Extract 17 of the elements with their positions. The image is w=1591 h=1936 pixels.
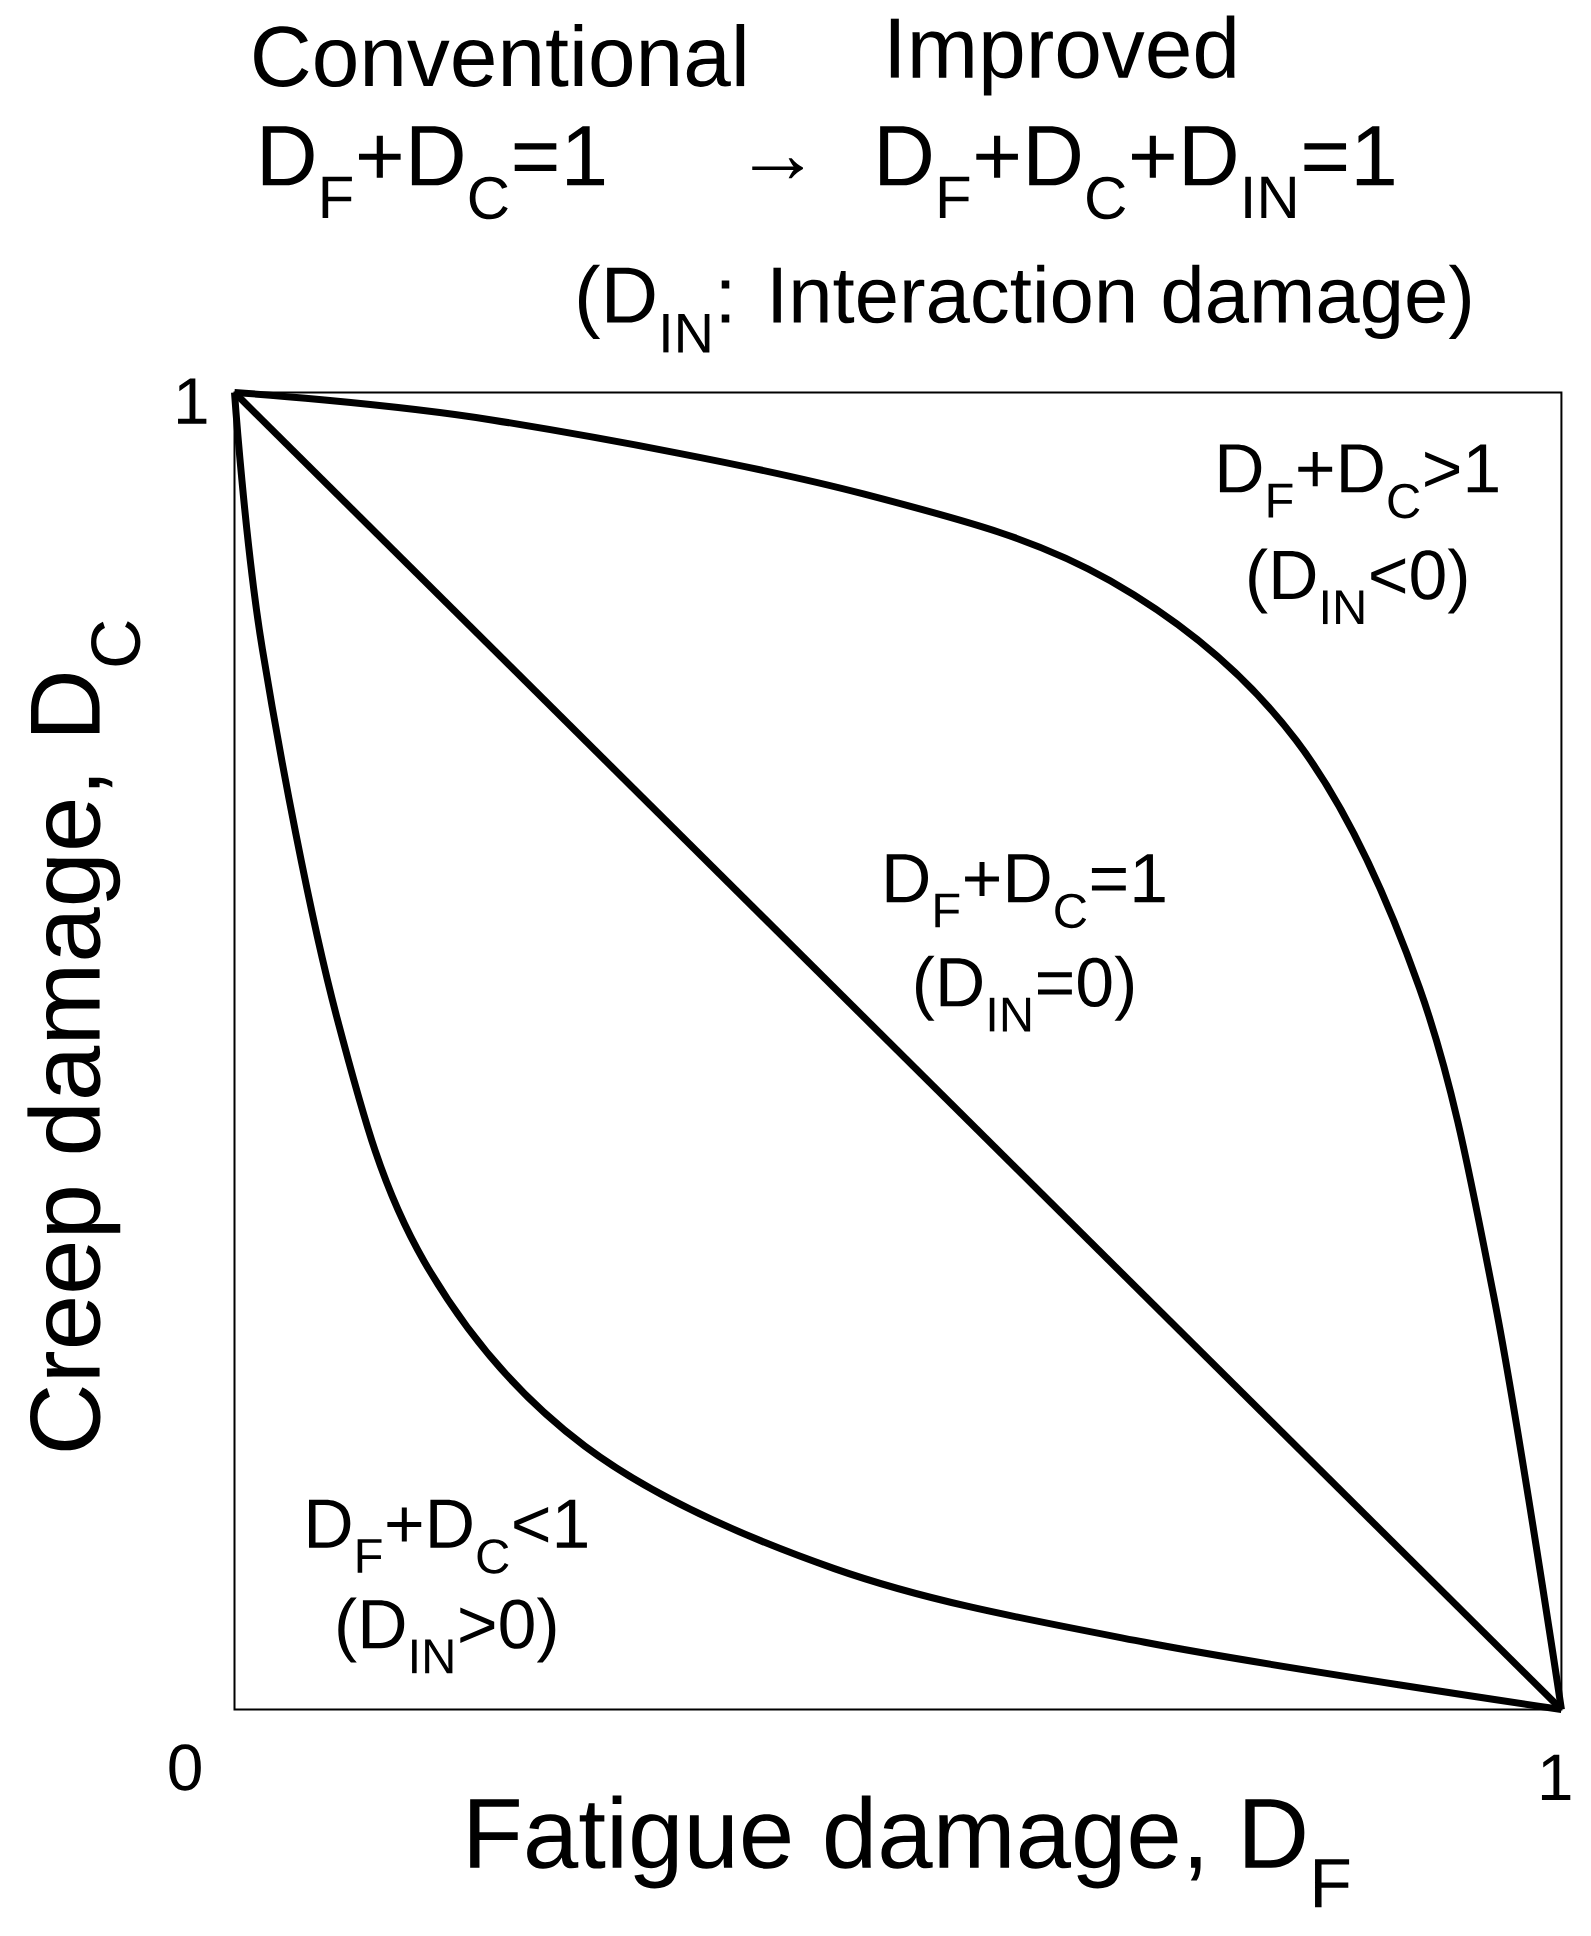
- equation: D$_{F}$+D$_{C}$+D$_{IN}$=1: [880, 126, 1394, 220]
- region-label: D$_{F}$+D$_{C}$>1: [1219, 444, 1498, 519]
- arrow-symbol: →: [752, 158, 803, 179]
- note: (D$_{IN}$: Interaction damage): [579, 264, 1470, 353]
- region-label: (D$_{IN}$=0): [916, 955, 1133, 1032]
- tick-label: 1: [1541, 1754, 1571, 1800]
- axis-label: Fatigue damage, D$_{F}$: [470, 1795, 1350, 1908]
- tick-label: 0: [169, 1744, 201, 1791]
- tick-label: 1: [178, 378, 207, 424]
- equation: D$_{F}$+D$_{C}$=1: [262, 126, 605, 220]
- region-label: D$_{F}$+D$_{C}$=1: [886, 854, 1165, 929]
- region-label: (D$_{IN}$>0): [338, 1597, 556, 1674]
- axis-label: Creep damage, D$_{C}$: [27, 621, 141, 1451]
- region-label: (D$_{IN}$<0): [1249, 548, 1467, 625]
- heading: Conventional: [254, 24, 745, 87]
- region-label: D$_{F}$+D$_{C}$<1: [309, 1499, 587, 1574]
- heading: Improved: [890, 15, 1235, 96]
